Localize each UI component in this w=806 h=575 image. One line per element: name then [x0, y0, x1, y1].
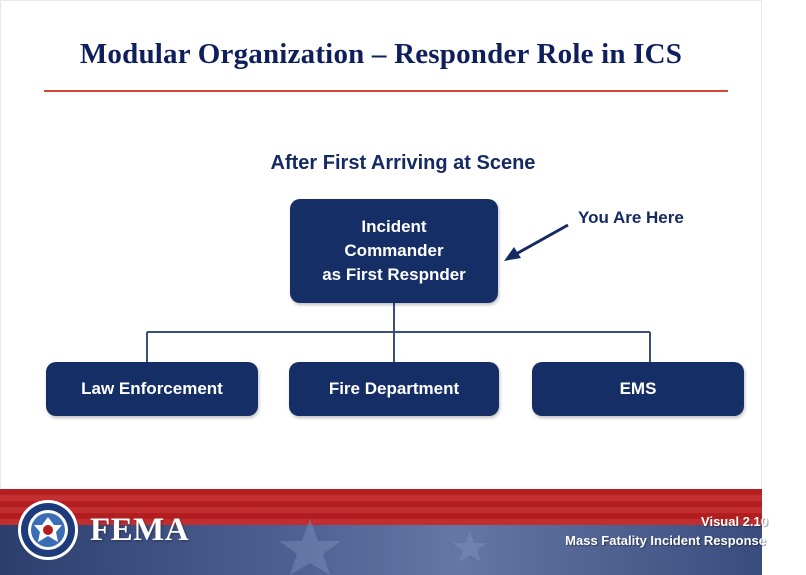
commander-line-2: Commander [344, 241, 444, 260]
ems-box: EMS [532, 362, 744, 416]
org-chart-connectors [146, 223, 651, 362]
law-enforcement-label: Law Enforcement [81, 379, 223, 398]
commander-line-3: as First Respnder [322, 265, 466, 284]
fire-department-label: Fire Department [328, 379, 460, 398]
title-divider [44, 90, 728, 92]
ems-label: EMS [619, 379, 657, 398]
law-enforcement-box: Law Enforcement [46, 362, 258, 416]
arrow-pointer-icon [504, 223, 569, 261]
dhs-seal-icon [18, 500, 78, 560]
visual-number: Visual 2.10 [701, 514, 768, 529]
slide-title: Modular Organization – Responder Role in… [79, 38, 683, 70]
incident-commander-box: Incident Commander as First Respnder [290, 199, 498, 303]
flag-stripes [0, 489, 762, 529]
fema-wordmark: FEMA [90, 512, 190, 548]
course-title: Mass Fatality Incident Response [565, 533, 766, 548]
fema-footer-banner [0, 489, 762, 575]
star-decoration [279, 519, 487, 575]
commander-line-1: Incident [361, 217, 427, 236]
you-are-here-callout: You Are Here [578, 208, 684, 227]
flag-field [0, 525, 762, 575]
fire-department-box: Fire Department [289, 362, 499, 416]
diagram-subtitle: After First Arriving at Scene [270, 152, 536, 174]
slide: Modular Organization – Responder Role in… [0, 38, 768, 575]
